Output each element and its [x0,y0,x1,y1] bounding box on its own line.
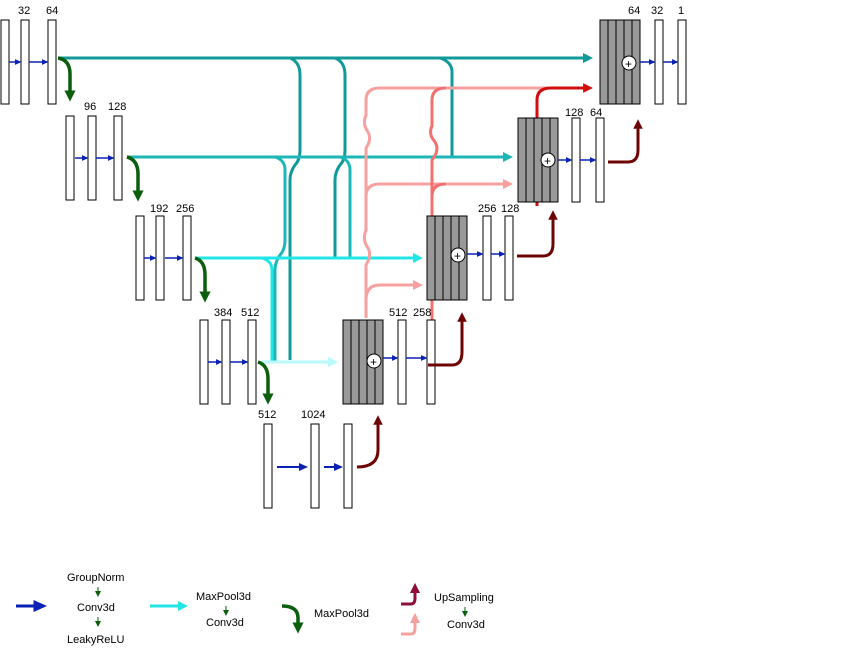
legend-conv-step-3: LeakyReLU [67,634,125,646]
dense-link-2a [273,155,287,362]
feature-map [47,19,57,105]
decoder-level-4: + 512 258 [342,307,467,405]
encoder-level-2: 96 128 [65,101,126,201]
feature-map [426,319,436,405]
dense-link-1c [439,56,454,158]
feature-map [504,215,514,301]
feature-map [20,19,30,105]
feature-map [155,215,165,301]
channel-label: 512 [389,307,407,319]
pink-up-arrow-icon [401,612,421,636]
legend-conv: GroupNorm Conv3d LeakyReLU [16,572,125,646]
skip-connections [58,52,594,368]
feature-map [135,215,145,301]
legend-upsampling: UpSampling Conv3d [401,582,494,636]
channel-label: 64 [590,107,602,119]
channel-label: 384 [214,307,232,319]
feature-map [654,19,664,105]
feature-map [65,115,75,201]
feature-map [571,117,581,203]
channel-label: 1024 [301,409,325,421]
maxpool-arrow-3 [194,256,211,303]
feature-map [247,319,257,405]
channel-label: 512 [241,307,259,319]
feature-map [0,19,10,105]
dense-link-1a [288,56,302,360]
maxpool-arrow-2 [126,155,144,202]
legend-upsampling-step-2: Conv3d [447,619,485,631]
channel-label: 64 [46,5,58,17]
feature-map [263,423,273,509]
channel-label: 64 [628,5,640,17]
channel-label: 96 [84,101,96,113]
channel-label: 192 [150,203,168,215]
upsample-arrow-dec3 [517,210,558,258]
legend-conv-step-1: GroupNorm [67,572,124,584]
feature-map [199,319,209,405]
upsample-arrow-dec2 [608,119,643,164]
legend-maxpool-conv-step-2: Conv3d [206,617,244,629]
channel-label: 512 [258,409,276,421]
channel-label: 128 [501,203,519,215]
bottleneck: 512 1024 [258,409,383,509]
add-symbol: + [544,154,551,168]
encoder-level-1: 32 64 [0,5,58,105]
feature-map [482,215,492,301]
upsample-arrow-dec4 [428,312,467,367]
add-symbol: + [454,249,461,263]
maxpool-arrow-4 [257,360,274,405]
decoder-level-3: + 256 128 [426,203,558,301]
feature-map [343,423,353,509]
encoder-level-4: 384 512 [199,307,259,405]
upsample-dense-pink-3 [362,82,594,196]
add-node [540,152,556,168]
feature-map [397,319,407,405]
dark-red-up-arrow-icon [401,582,421,606]
feature-map [182,215,192,301]
legend: GroupNorm Conv3d LeakyReLU MaxPool3d Con… [16,572,494,646]
upsample-arrow-bottleneck [356,415,383,469]
legend-maxpool-conv-step-1: MaxPool3d [196,591,251,603]
feature-map [113,115,123,201]
decoder-level-2: + 128 64 [517,107,643,203]
feature-map [221,319,231,405]
legend-conv-step-2: Conv3d [77,602,115,614]
upsample-dense-red [535,83,593,206]
green-down-arrow-icon [281,604,304,634]
channel-label: 128 [565,107,583,119]
feature-map [595,117,605,203]
dense-link-3a [261,256,274,362]
maxpool-arrow-1 [57,56,76,102]
channel-label: 1 [678,5,684,17]
add-symbol: + [625,57,632,71]
add-node [621,55,637,71]
channel-label: 256 [176,203,194,215]
legend-maxpool-label: MaxPool3d [314,608,369,620]
feature-map [677,19,687,105]
legend-maxpool: MaxPool3d [281,604,369,634]
channel-label: 256 [478,203,496,215]
feature-map [310,423,320,509]
encoder-level-3: 192 256 [135,203,194,301]
channel-label: 32 [18,5,30,17]
legend-maxpool-conv: MaxPool3d Conv3d [150,591,251,629]
add-node [450,247,466,263]
upsample-dense-pink-2 [362,178,514,300]
add-symbol: + [370,355,377,369]
upsample-dense-salmon-2 [430,182,447,197]
decoder-level-1: + 64 32 1 [599,5,687,105]
channel-label: 128 [108,101,126,113]
channel-label: 32 [651,5,663,17]
upsample-dense-salmon [429,86,447,216]
dense-link-2b [339,155,352,258]
channel-label: 258 [413,307,431,319]
add-node [366,353,382,369]
feature-map [87,115,97,201]
legend-upsampling-step-1: UpSampling [434,592,494,604]
